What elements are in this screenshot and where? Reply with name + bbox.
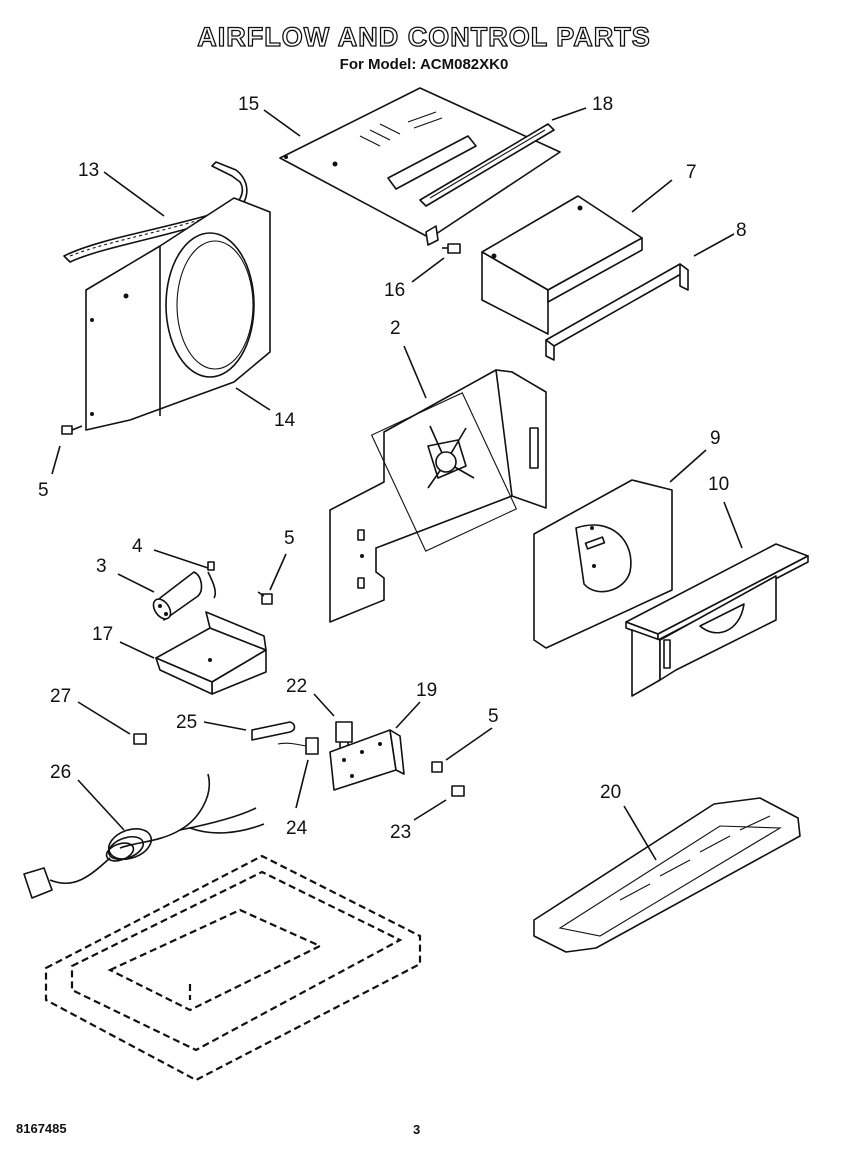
part-5-screw-right [431,761,443,773]
part-24-thermostat [277,737,319,755]
part-25-sleeve [251,721,296,741]
page-number: 3 [413,1122,421,1137]
part-3-capacitor [152,571,203,621]
callout-3: 3 [96,556,107,577]
callout-26: 26 [50,762,71,783]
part-5-screw-middle [257,591,273,605]
part-16-screw [442,243,461,254]
callout-9: 9 [710,428,721,449]
callout-15: 15 [238,94,259,115]
callout-22: 22 [286,676,307,697]
part-14-fan-shroud [85,197,271,431]
callout-18: 18 [592,94,613,115]
callout-5-left: 5 [38,480,49,501]
part-17-capacitor-bracket [155,611,267,695]
callout-25: 25 [176,712,197,733]
callout-27: 27 [50,686,71,707]
part-5-screw-left [61,425,83,435]
callout-13: 13 [78,160,99,181]
callout-17: 17 [92,624,113,645]
base-chassis-dashed [44,854,422,1082]
callout-8: 8 [736,220,747,241]
part-15-top-cover [279,87,561,246]
callout-16: 16 [384,280,405,301]
part-10-duct [625,543,809,697]
part-9-scroll [533,479,673,649]
callout-10: 10 [708,474,729,495]
part-2-partition [329,369,547,623]
callout-5-middle: 5 [284,528,295,549]
callout-14: 14 [274,410,296,431]
part-20-base-pan [533,797,801,953]
callout-23: 23 [390,822,411,843]
callout-19: 19 [416,680,437,701]
document-number: 8167485 [16,1121,67,1136]
callout-4: 4 [132,536,143,557]
part-23-screw [451,785,465,797]
page-title: AIRFLOW AND CONTROL PARTS [197,21,651,52]
leader-lines [51,107,743,861]
part-26-power-cord [23,773,265,899]
callout-20: 20 [600,782,621,803]
callout-7: 7 [686,162,697,183]
callout-24: 24 [286,818,308,839]
part-7-cover-box [481,195,643,335]
part-4-strap [207,561,217,599]
part-18-strip [419,123,555,207]
callout-labels: 15 18 13 7 8 16 2 14 5 9 10 4 5 3 17 22 … [38,94,747,843]
part-27-ground-screw [133,733,147,745]
callout-5-right: 5 [488,706,499,727]
model-subtitle: For Model: ACM082XK0 [339,56,509,73]
part-19-control-bracket [329,729,405,791]
callout-2: 2 [390,318,401,339]
part-8-bracket [545,263,689,361]
